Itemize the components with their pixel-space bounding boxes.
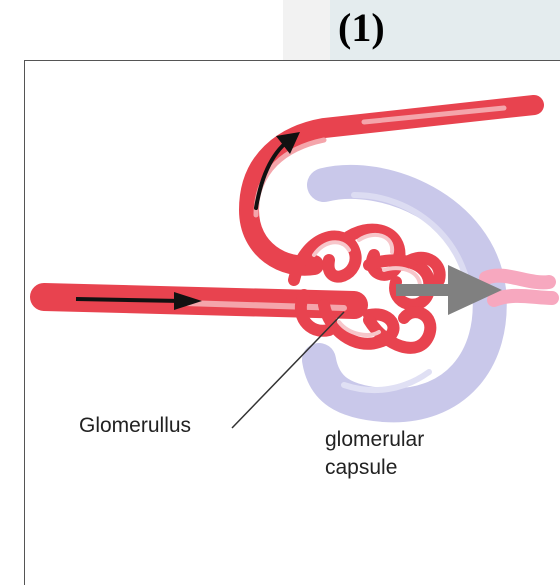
side-strip: [283, 0, 330, 60]
glomerular-capsule-label: glomerular capsule: [325, 426, 424, 482]
glomerulus-label: Glomerullus: [79, 412, 191, 440]
glomerular-capsule-label-line2: capsule: [325, 456, 397, 479]
glomerular-capsule-label-line1: glomerular: [325, 428, 424, 451]
kidney-nephron-diagram: [24, 60, 560, 585]
step-label: (1): [338, 4, 385, 52]
